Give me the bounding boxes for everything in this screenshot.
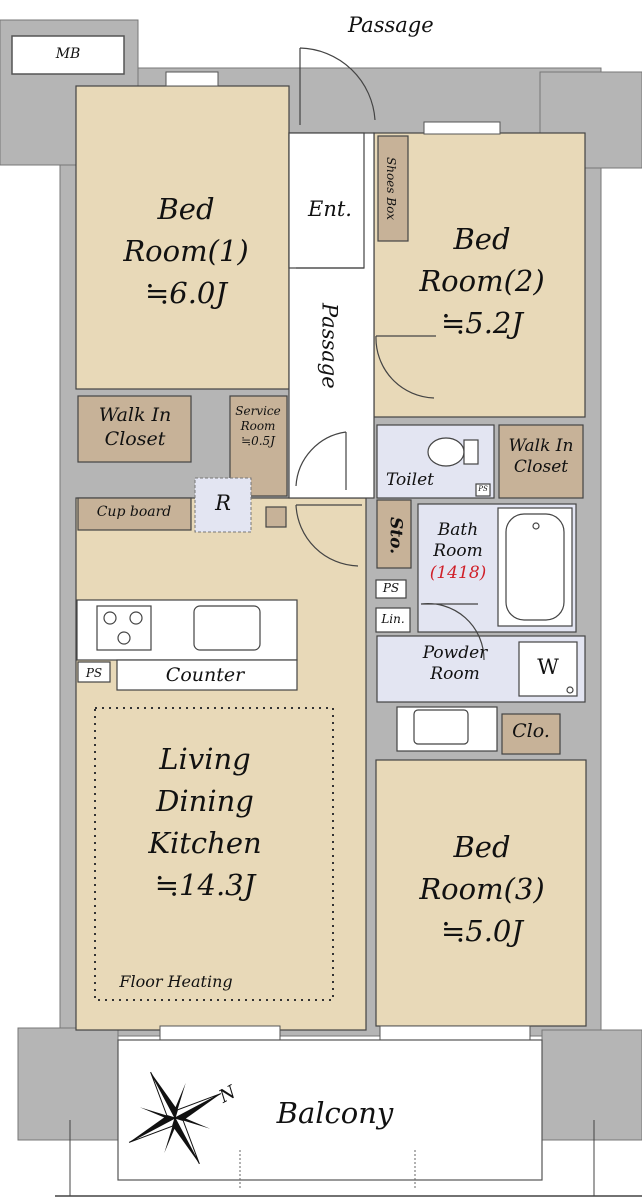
closet-clo bbox=[501, 713, 561, 755]
refrigerator-label: R bbox=[215, 491, 231, 515]
cupboard-label: Cup board bbox=[96, 504, 172, 520]
walk-in-closet-2-label: Walk In Closet bbox=[500, 436, 582, 479]
kitchen-ps-label: PS bbox=[85, 666, 103, 680]
walk-in-closet-2-line1: Walk In bbox=[508, 436, 574, 456]
ldk-size: ≒14.3J bbox=[154, 868, 256, 902]
toilet-label: Toilet bbox=[385, 470, 435, 490]
ldk-line2: Dining bbox=[156, 784, 254, 818]
service-room-line1: Service bbox=[235, 404, 281, 418]
bed-room-1-name: Bed Room(1) ≒6.0J bbox=[96, 188, 276, 314]
storage-label: Sto. bbox=[385, 517, 406, 555]
toilet-ps-box bbox=[475, 483, 491, 497]
walk-in-closet-1 bbox=[77, 395, 192, 463]
floor-heating-area bbox=[94, 707, 334, 1001]
se-column bbox=[541, 1029, 642, 1141]
counter-label: Counter bbox=[165, 664, 245, 686]
washer-label: W bbox=[537, 655, 559, 679]
service-room-line2: Room bbox=[240, 419, 276, 433]
powder-room-line2: Room bbox=[430, 664, 480, 685]
ldk-door bbox=[295, 504, 362, 567]
linen-label: Lin. bbox=[381, 612, 405, 626]
storage bbox=[376, 499, 412, 569]
kitchen-ps-box bbox=[77, 661, 111, 683]
balcony-label: Balcony bbox=[276, 1096, 394, 1130]
ldk-floor bbox=[75, 497, 367, 1031]
shoes-box-label: Shoes Box bbox=[384, 157, 398, 221]
bed-room-3-line1: Bed bbox=[453, 830, 511, 864]
bath-drain bbox=[532, 522, 540, 530]
ps-box bbox=[375, 579, 407, 599]
entrance-area bbox=[288, 132, 365, 269]
small-closet bbox=[265, 506, 287, 528]
bed-room-2-name: Bed Room(2) ≒5.2J bbox=[392, 218, 572, 344]
bed-room-2-line1: Bed bbox=[453, 222, 511, 256]
bath-room-line1: Bath bbox=[437, 520, 479, 540]
closets bbox=[77, 135, 584, 755]
bath-room-code: (1418) bbox=[429, 562, 487, 583]
bathtub-inner bbox=[505, 513, 565, 621]
ps-label: PS bbox=[382, 581, 400, 595]
closet-clo-label: Clo. bbox=[512, 720, 550, 742]
cup-board bbox=[77, 497, 192, 531]
bed-room-1-size: ≒6.0J bbox=[144, 276, 228, 310]
service-room-line3: ≒0.5J bbox=[241, 434, 275, 448]
counter bbox=[116, 659, 298, 691]
passage-door bbox=[295, 431, 347, 490]
mb-box bbox=[11, 35, 125, 75]
shoes-box bbox=[377, 135, 409, 242]
walk-in-closet-1-line1: Walk In bbox=[98, 404, 172, 426]
compass-icon bbox=[128, 1071, 222, 1165]
linen-box bbox=[375, 607, 411, 633]
ldk-name: Living Dining Kitchen ≒14.3J bbox=[110, 738, 300, 906]
windows bbox=[159, 71, 531, 1041]
sw-column bbox=[17, 1027, 119, 1141]
refrigerator-space bbox=[194, 477, 252, 533]
walk-in-closet-2 bbox=[498, 424, 584, 499]
bed-room-1-line1: Bed bbox=[157, 192, 215, 226]
bath-door bbox=[420, 602, 485, 661]
bed-room-3-line2: Room(3) bbox=[419, 872, 545, 906]
bed-room-3-name: Bed Room(3) ≒5.0J bbox=[392, 826, 572, 952]
bath-room-label: Bath Room (1418) bbox=[420, 520, 496, 584]
walk-in-closet-1-label: Walk In Closet bbox=[80, 404, 190, 452]
ldk-line3: Kitchen bbox=[148, 826, 262, 860]
corridor bbox=[288, 132, 375, 499]
walk-in-closet-1-line2: Closet bbox=[104, 427, 166, 450]
fixtures bbox=[76, 437, 578, 752]
powder-room-line1: Powder bbox=[422, 643, 488, 663]
vanity-basin bbox=[413, 709, 469, 745]
rooms bbox=[75, 85, 587, 1031]
service-room-label: Service Room ≒0.5J bbox=[228, 404, 288, 449]
toilet-ps-label: PS bbox=[478, 485, 488, 493]
toilet-tank bbox=[463, 439, 479, 465]
bath-room-line2: Room bbox=[433, 541, 483, 562]
bed2-door bbox=[375, 335, 436, 399]
bed-room-2-floor bbox=[373, 132, 586, 418]
kitchen-sink bbox=[193, 605, 261, 651]
entrance-label: Ent. bbox=[308, 197, 352, 221]
toilet-bowl bbox=[427, 437, 465, 467]
doors bbox=[295, 47, 485, 661]
bed-room-3-size: ≒5.0J bbox=[440, 914, 524, 948]
entry-door bbox=[299, 47, 376, 125]
bed-room-2-size: ≒5.2J bbox=[440, 306, 524, 340]
bed-room-1-line2: Room(1) bbox=[123, 234, 249, 268]
washer-box bbox=[518, 641, 578, 697]
walk-in-closet-2-line2: Closet bbox=[513, 457, 569, 478]
mb-label: MB bbox=[55, 46, 81, 62]
powder-room-label: Powder Room bbox=[410, 643, 500, 686]
floor-heating-label: Floor Heating bbox=[119, 972, 233, 991]
top-passage-label: Passage bbox=[348, 13, 434, 37]
ldk-line1: Living bbox=[159, 742, 251, 776]
bed-room-2-line2: Room(2) bbox=[419, 264, 545, 298]
inner-passage-label: Passage bbox=[317, 303, 342, 389]
